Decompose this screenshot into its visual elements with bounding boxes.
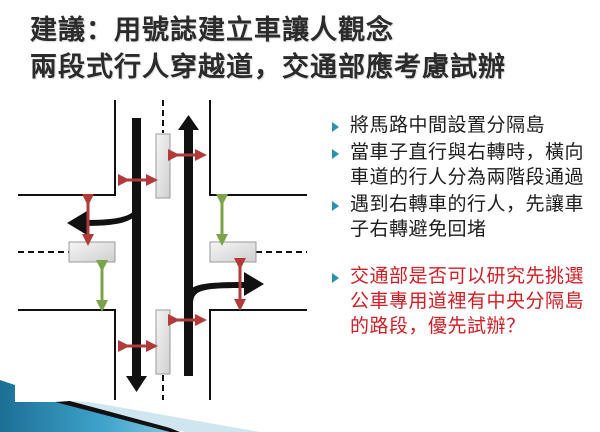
triangle-bullet-icon bbox=[332, 201, 339, 211]
bullet-text: 當車子直行與右轉時，橫向車道的行人分為兩階段通過 bbox=[350, 141, 585, 188]
decorative-swoosh bbox=[0, 380, 260, 432]
road-edges bbox=[18, 100, 307, 400]
bullet-text: 遇到右轉車的行人，先讓車子右轉避免回堵 bbox=[350, 193, 585, 240]
bullet-text: 交通部是否可以研究先挑選公車專用道裡有中央分隔島的路段，優先試辦？ bbox=[350, 265, 585, 337]
bullet-item: 將馬路中間設置分隔島 bbox=[330, 113, 595, 138]
slide-title: 建議：用號誌建立車讓人觀念 兩段式行人穿越道，交通部應考慮試辦 bbox=[30, 12, 600, 86]
triangle-bullet-icon bbox=[332, 273, 339, 283]
triangle-bullet-icon bbox=[332, 149, 339, 159]
bullet-item: 當車子直行與右轉時，橫向車道的行人分為兩階段通過 bbox=[330, 140, 595, 190]
bullet-item-highlight: 交通部是否可以研究先挑選公車專用道裡有中央分隔島的路段，優先試辦？ bbox=[330, 264, 595, 339]
triangle-bullet-icon bbox=[332, 122, 339, 132]
intersection-diagram bbox=[18, 100, 307, 400]
dashed-center-lines bbox=[18, 100, 307, 400]
title-line-1: 建議：用號誌建立車讓人觀念 bbox=[30, 15, 394, 46]
bullet-list: 將馬路中間設置分隔島 當車子直行與右轉時，橫向車道的行人分為兩階段通過 遇到右轉… bbox=[330, 113, 595, 341]
title-line-2: 兩段式行人穿越道，交通部應考慮試辦 bbox=[30, 52, 506, 83]
refuge-islands bbox=[68, 133, 257, 375]
bullet-item: 遇到右轉車的行人，先讓車子右轉避免回堵 bbox=[330, 192, 595, 242]
bullet-text: 將馬路中間設置分隔島 bbox=[350, 114, 546, 136]
pedestrian-wait-arrows bbox=[82, 149, 246, 352]
pedestrian-go-arrows bbox=[96, 194, 228, 312]
